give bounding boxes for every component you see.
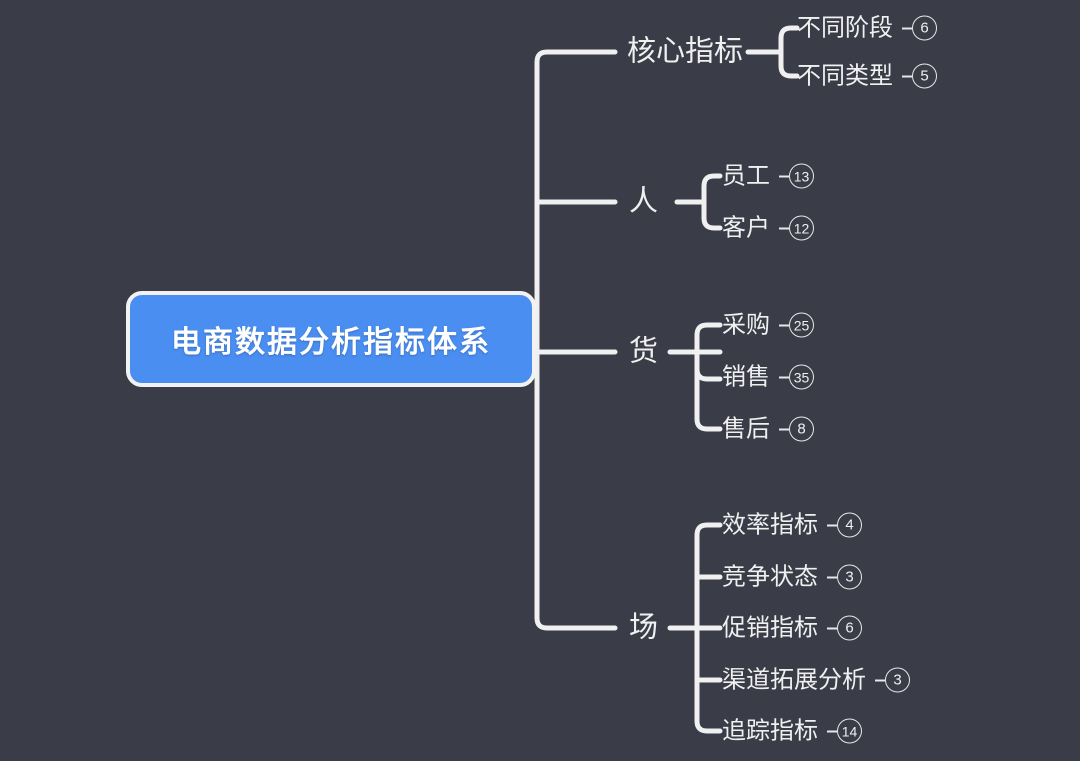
count-badge: 8 [789, 416, 814, 442]
leaf-node-label: 员工 [722, 162, 770, 189]
count-badge: 14 [837, 718, 862, 744]
leaf-node-label: 效率指标 [722, 511, 818, 538]
leaf-node-employees[interactable]: 员工 13 [722, 162, 814, 189]
leaf-node-label: 竞争状态 [722, 563, 818, 590]
leaf-node-label: 追踪指标 [722, 717, 818, 744]
branch-node-label: 核心指标 [627, 35, 744, 68]
badge-dash-icon [902, 27, 912, 29]
badge-dash-icon [779, 227, 789, 229]
badge-dash-icon [827, 627, 837, 629]
leaf-node-tracking-metrics[interactable]: 追踪指标 14 [722, 717, 862, 744]
leaf-node-label: 客户 [722, 214, 770, 241]
badge-dash-icon [827, 524, 837, 526]
leaf-node-label: 采购 [722, 311, 770, 338]
leaf-node-label: 不同类型 [797, 62, 893, 89]
leaf-node-customers[interactable]: 客户 12 [722, 214, 814, 241]
leaf-node-efficiency-metrics[interactable]: 效率指标 4 [722, 511, 862, 538]
badge-dash-icon [779, 175, 789, 177]
root-node[interactable]: 电商数据分析指标体系 [126, 291, 536, 387]
count-badge: 12 [789, 215, 814, 241]
leaf-node-label: 促销指标 [722, 614, 818, 641]
leaf-node-channel-expansion-analysis[interactable]: 渠道拓展分析 3 [722, 666, 910, 693]
leaf-node-different-types[interactable]: 不同类型 5 [797, 62, 937, 89]
branch-node-people[interactable]: 人 [629, 185, 659, 218]
leaf-node-label: 售后 [722, 415, 770, 442]
count-badge: 4 [837, 512, 862, 538]
count-badge: 6 [837, 615, 862, 641]
badge-dash-icon [875, 679, 885, 681]
branch-node-goods[interactable]: 货 [629, 335, 659, 368]
leaf-node-after-sales[interactable]: 售后 8 [722, 415, 814, 442]
leaf-node-label: 销售 [722, 363, 770, 390]
root-node-label: 电商数据分析指标体系 [171, 326, 491, 359]
badge-dash-icon [779, 428, 789, 430]
branch-node-marketplace[interactable]: 场 [629, 611, 659, 644]
badge-dash-icon [779, 324, 789, 326]
count-badge: 13 [789, 163, 814, 189]
count-badge: 3 [837, 564, 862, 590]
branch-node-label: 货 [629, 335, 659, 368]
badge-dash-icon [779, 376, 789, 378]
count-badge: 35 [789, 364, 814, 390]
leaf-node-sales[interactable]: 销售 35 [722, 363, 814, 390]
leaf-node-competition-status[interactable]: 竞争状态 3 [722, 563, 862, 590]
leaf-node-promotion-metrics[interactable]: 促销指标 6 [722, 614, 862, 641]
count-badge: 25 [789, 312, 814, 338]
badge-dash-icon [902, 75, 912, 77]
leaf-node-different-stages[interactable]: 不同阶段 6 [797, 14, 937, 41]
leaf-node-procurement[interactable]: 采购 25 [722, 311, 814, 338]
branch-node-label: 人 [629, 185, 659, 218]
count-badge: 3 [885, 667, 910, 693]
count-badge: 5 [912, 63, 937, 89]
branch-node-label: 场 [629, 611, 659, 644]
count-badge: 6 [912, 15, 937, 41]
leaf-node-label: 不同阶段 [797, 14, 893, 41]
leaf-node-label: 渠道拓展分析 [722, 666, 866, 693]
badge-dash-icon [827, 576, 837, 578]
badge-dash-icon [827, 730, 837, 732]
branch-node-core-metrics[interactable]: 核心指标 [627, 35, 744, 68]
